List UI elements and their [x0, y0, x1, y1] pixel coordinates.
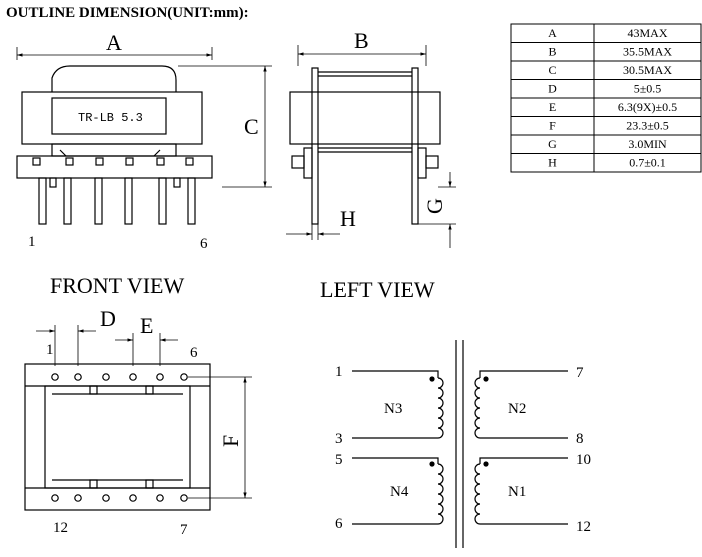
- dim-a-label: A: [106, 30, 122, 55]
- table-key-cell: B: [548, 45, 556, 59]
- schem-pin-6: 6: [335, 516, 343, 532]
- dim-b-label: B: [354, 28, 369, 53]
- winding-n2: [474, 377, 568, 439]
- dim-c-label: C: [244, 114, 259, 139]
- pin-base: [16, 155, 213, 179]
- table-value-cell: 6.3(9X)±0.5: [618, 100, 677, 114]
- drawing-title: OUTLINE DIMENSION(UNIT:mm):: [6, 5, 249, 21]
- pin-pad: [125, 157, 134, 166]
- front-view: [16, 47, 272, 225]
- winding-body: [289, 91, 441, 145]
- pin-hole: [74, 373, 82, 381]
- table-key-cell: C: [548, 63, 556, 77]
- table-value-cell: 23.3±0.5: [626, 119, 669, 133]
- schem-pin-8: 8: [576, 431, 584, 447]
- schem-pin-7: 7: [576, 365, 584, 381]
- left-view-label: LEFT VIEW: [320, 277, 435, 302]
- schem-pin-3: 3: [335, 431, 343, 447]
- winding-label-n3: N3: [384, 401, 402, 417]
- pin-pad: [95, 157, 104, 166]
- pin-hole: [129, 494, 137, 502]
- table-value-cell: 5±0.5: [634, 82, 662, 96]
- polarity-dots: [429, 376, 489, 467]
- pin: [38, 177, 47, 225]
- left-view: [286, 45, 456, 248]
- winding-n4: [352, 463, 444, 525]
- bottom-pin-1: 1: [46, 342, 54, 358]
- front-view-label: FRONT VIEW: [50, 273, 184, 298]
- schem-pin-12: 12: [576, 519, 591, 535]
- bottom-pin-6: 6: [190, 345, 198, 361]
- pin-hole: [102, 373, 110, 381]
- dim-f-label: F: [218, 435, 243, 447]
- pin-hole: [129, 373, 137, 381]
- bottom-outline: [24, 363, 211, 511]
- table-value-cell: 3.0MIN: [628, 137, 667, 151]
- pin-hole: [102, 494, 110, 502]
- winding-n3: [352, 377, 444, 439]
- bottom-pin-7: 7: [180, 522, 188, 538]
- schem-pin-1: 1: [335, 364, 343, 380]
- pin-hole: [156, 494, 164, 502]
- winding-label-n2: N2: [508, 401, 526, 417]
- table-value-cell: 35.5MAX: [623, 45, 672, 59]
- table-key-cell: A: [548, 26, 557, 40]
- pin: [187, 177, 196, 225]
- pin: [63, 177, 72, 225]
- core-dome: [51, 65, 177, 92]
- pin-pad: [185, 157, 194, 166]
- winding-n1: [474, 463, 568, 525]
- pin-hole: [74, 494, 82, 502]
- table-value-cell: 0.7±0.1: [629, 156, 666, 170]
- left-post: [311, 67, 319, 225]
- table-key-cell: F: [549, 119, 556, 133]
- pin: [158, 177, 167, 225]
- label-plate-text: TR-LB 5.3: [78, 111, 143, 125]
- right-post: [411, 67, 419, 225]
- winding-label-n4: N4: [390, 484, 409, 500]
- schematic: [352, 340, 568, 548]
- pin: [94, 177, 103, 225]
- front-pin-6: 6: [200, 236, 208, 252]
- bottom-view: [24, 325, 252, 511]
- table-key-cell: D: [548, 82, 557, 96]
- pin-hole: [180, 373, 188, 381]
- table-key-cell: G: [548, 137, 557, 151]
- bottom-pin-12: 12: [53, 520, 68, 536]
- dim-e-label: E: [140, 313, 153, 338]
- table-key-cell: E: [549, 100, 556, 114]
- pin-hole: [156, 373, 164, 381]
- dim-h-label: H: [340, 206, 356, 231]
- front-pin-1: 1: [28, 234, 36, 250]
- table-value-cell: 43MAX: [627, 26, 667, 40]
- dim-d-label: D: [100, 306, 116, 331]
- pin-pad: [65, 157, 74, 166]
- pin-hole: [180, 494, 188, 502]
- table-key-cell: H: [548, 156, 557, 170]
- dimension-table: A 43MAX B 35.5MAX C 30.5MAX D 5±0.5E 6.3(9X)±0.5…: [510, 23, 702, 173]
- pin-pad: [156, 157, 165, 166]
- core-lower-band: [51, 143, 177, 157]
- schem-pin-10: 10: [576, 452, 591, 468]
- pin: [124, 177, 133, 225]
- pin-pad: [32, 157, 41, 166]
- table-value-cell: 30.5MAX: [623, 63, 672, 77]
- core-window: [44, 385, 191, 489]
- winding-label-n1: N1: [508, 484, 526, 500]
- dim-g-label: G: [422, 198, 447, 214]
- schem-pin-5: 5: [335, 452, 343, 468]
- label-plate: [51, 97, 167, 135]
- pin-hole: [51, 494, 59, 502]
- pin-hole: [51, 373, 59, 381]
